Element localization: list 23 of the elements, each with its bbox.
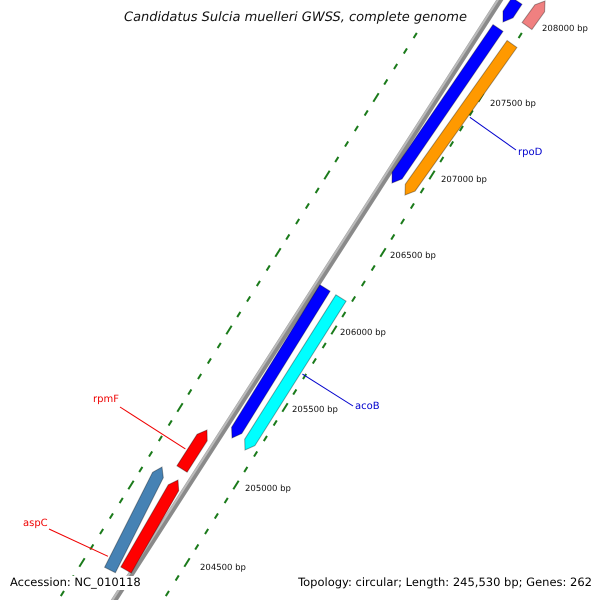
gene-feature [120,479,180,574]
position-label: 208000 bp [542,25,588,34]
leader-line [469,116,516,150]
leader-line [302,374,354,406]
gene-feature [176,429,208,473]
gene-label: acoB [355,402,380,412]
position-label: 204500 bp [200,564,246,572]
leader-line [48,528,108,557]
gene-label: aspC [23,519,48,529]
genome-info-text: Topology: circular; Length: 245,530 bp; Genes: 262 [296,576,594,590]
gene-label: rpoD [518,148,542,158]
position-label: 205000 bp [245,485,291,494]
leader-line [120,406,186,450]
chart-title: Candidatus Sulcia muelleri GWSS, complete genome [124,11,467,24]
accession-text: Accession: NC_010118 [8,576,143,590]
gene-label: rpmF [93,395,119,405]
position-label: 206000 bp [340,329,386,338]
gene-feature [104,466,164,574]
position-label: 207000 bp [441,176,487,184]
position-label: 207500 bp [490,100,536,108]
gene-feature [502,0,523,23]
position-label: 205500 bp [292,406,338,414]
position-label: 206500 bp [390,252,436,260]
